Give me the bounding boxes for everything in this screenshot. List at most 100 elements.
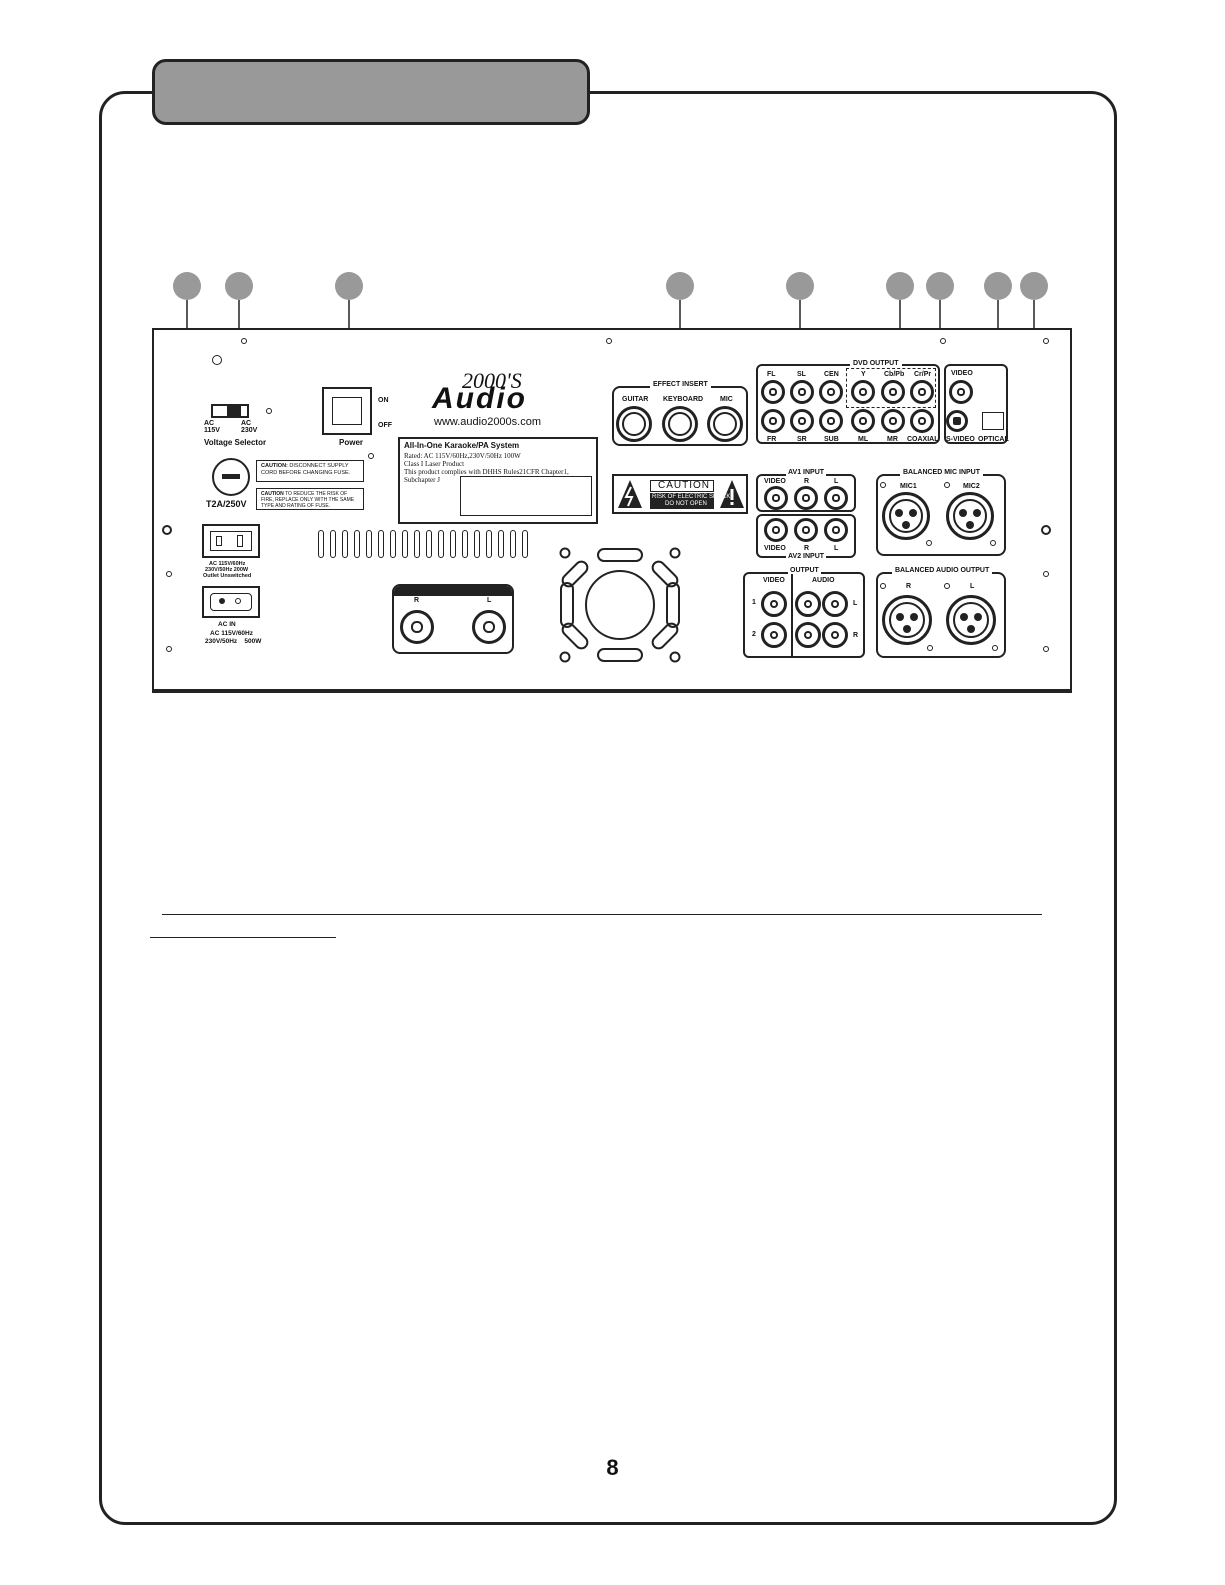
- guitar-jack[interactable]: [616, 406, 652, 442]
- av1-l-label: L: [834, 478, 839, 485]
- effect-keyboard-label: KEYBOARD: [663, 396, 704, 403]
- output-divider: [791, 572, 793, 658]
- screw-hole: [1043, 646, 1049, 652]
- mic1-xlr-jack[interactable]: [882, 492, 930, 540]
- fuse-rating-label: T2A/250V: [206, 499, 247, 509]
- vent-slot: [426, 530, 432, 558]
- mic2-label: MIC2: [963, 483, 980, 490]
- dvd-fl-jack[interactable]: [761, 380, 785, 404]
- screw-hole: [1043, 571, 1049, 577]
- outlet-line3: Outlet Unswitched: [203, 573, 252, 579]
- screw-hole: [241, 338, 247, 344]
- av2-video-jack[interactable]: [764, 518, 788, 542]
- mic-screw-hole: [926, 540, 932, 546]
- av2-l-jack[interactable]: [824, 518, 848, 542]
- dvd-cen-jack[interactable]: [819, 380, 843, 404]
- ac-in-line1: AC 115V/60Hz: [210, 630, 253, 637]
- mic-screw-hole: [880, 482, 886, 488]
- output-r-label: R: [853, 632, 859, 639]
- balanced-out-title: BALANCED AUDIO OUTPUT: [892, 567, 993, 574]
- dvd-crpr-label: Cr/Pr: [914, 371, 932, 378]
- dvd-output-box: [756, 364, 940, 444]
- voltage-selector-label: Voltage Selector: [204, 438, 267, 447]
- outlet-line2: 230V/50Hz 200W: [205, 567, 249, 573]
- s-video-jack[interactable]: [946, 410, 968, 432]
- av1-l-jack[interactable]: [824, 486, 848, 510]
- av2-r-jack[interactable]: [794, 518, 818, 542]
- section-title-tab: [152, 59, 590, 125]
- dvd-ml-jack[interactable]: [851, 409, 875, 433]
- caution-black-band: [650, 493, 714, 509]
- vent-slot: [498, 530, 504, 558]
- underline-rule-1: [162, 914, 1042, 915]
- dvd-cbpb-jack[interactable]: [881, 380, 905, 404]
- ac-in-label: AC IN: [218, 621, 236, 628]
- rca-pair-box: [392, 584, 514, 654]
- output-l-label: L: [853, 600, 858, 607]
- vent-slot: [462, 530, 468, 558]
- vent-slot: [510, 530, 516, 558]
- brand-logo: 2000'S Audio: [432, 368, 562, 428]
- voltage-selector-switch[interactable]: [211, 404, 249, 418]
- output-audio-1r-jack[interactable]: [795, 591, 821, 617]
- output-video-label: VIDEO: [763, 577, 785, 584]
- screw-hole: [940, 338, 946, 344]
- dvd-y-jack[interactable]: [851, 380, 875, 404]
- caution-line1: RISK OF ELECTRIC SHOCK: [652, 494, 731, 500]
- dvd-sub-label: SUB: [824, 436, 839, 443]
- fuse-slot: [222, 474, 240, 479]
- mic2-xlr-jack[interactable]: [946, 492, 994, 540]
- av1-r-jack[interactable]: [794, 486, 818, 510]
- dvd-cen-label: CEN: [824, 371, 839, 378]
- power-switch[interactable]: [322, 387, 372, 435]
- dvd-sr-jack[interactable]: [790, 409, 814, 433]
- voltage-230-label: AC 230V: [241, 420, 258, 434]
- power-on-label: ON: [378, 397, 389, 404]
- rca-pair-r-label: R: [414, 597, 420, 604]
- power-label: Power: [339, 438, 364, 447]
- balanced-out-r-jack[interactable]: [882, 595, 932, 645]
- optical-port[interactable]: [982, 412, 1004, 430]
- av1-video-jack[interactable]: [764, 486, 788, 510]
- fuse-holder[interactable]: [212, 458, 250, 496]
- out-screw-hole: [927, 645, 933, 651]
- vent-slot: [450, 530, 456, 558]
- dvd-coaxial-jack[interactable]: [910, 409, 934, 433]
- vent-slot: [486, 530, 492, 558]
- output-audio-1l-jack[interactable]: [822, 591, 848, 617]
- output-audio-2r-jack[interactable]: [795, 622, 821, 648]
- outlet-socket: [210, 531, 252, 551]
- fuse-caution-1-bold: CAUTION:: [261, 463, 288, 469]
- optical-label: OPTICAL: [978, 436, 1009, 443]
- mic-effect-jack[interactable]: [707, 406, 743, 442]
- vent-slot: [378, 530, 384, 558]
- output-title: OUTPUT: [788, 567, 821, 574]
- output-audio-2l-jack[interactable]: [822, 622, 848, 648]
- dvd-ml-label: ML: [858, 436, 869, 443]
- av1-title: AV1 INPUT: [786, 469, 827, 476]
- ac-outlet[interactable]: [202, 524, 260, 558]
- rca-pair-r-jack[interactable]: [400, 610, 434, 644]
- output-video-1-jack[interactable]: [761, 591, 787, 617]
- voltage-slider: [227, 406, 241, 417]
- dvd-sl-jack[interactable]: [790, 380, 814, 404]
- dvd-crpr-jack[interactable]: [910, 380, 934, 404]
- rating-line4: Subchapter J: [404, 476, 440, 484]
- ac-in-socket[interactable]: [202, 586, 260, 618]
- video-out-jack[interactable]: [949, 380, 973, 404]
- callout-6: [886, 272, 914, 300]
- keyboard-jack[interactable]: [662, 406, 698, 442]
- dvd-sub-jack[interactable]: [819, 409, 843, 433]
- dvd-mr-jack[interactable]: [881, 409, 905, 433]
- av1-video-label: VIDEO: [764, 478, 786, 485]
- callout-5: [786, 272, 814, 300]
- effect-insert-title: EFFECT INSERT: [650, 381, 711, 388]
- screw-hole: [606, 338, 612, 344]
- rating-serial-box: [460, 476, 592, 516]
- out-screw-hole: [992, 645, 998, 651]
- output-video-2-jack[interactable]: [761, 622, 787, 648]
- dvd-fr-jack[interactable]: [761, 409, 785, 433]
- vent-slot: [366, 530, 372, 558]
- balanced-out-l-jack[interactable]: [946, 595, 996, 645]
- rca-pair-l-jack[interactable]: [472, 610, 506, 644]
